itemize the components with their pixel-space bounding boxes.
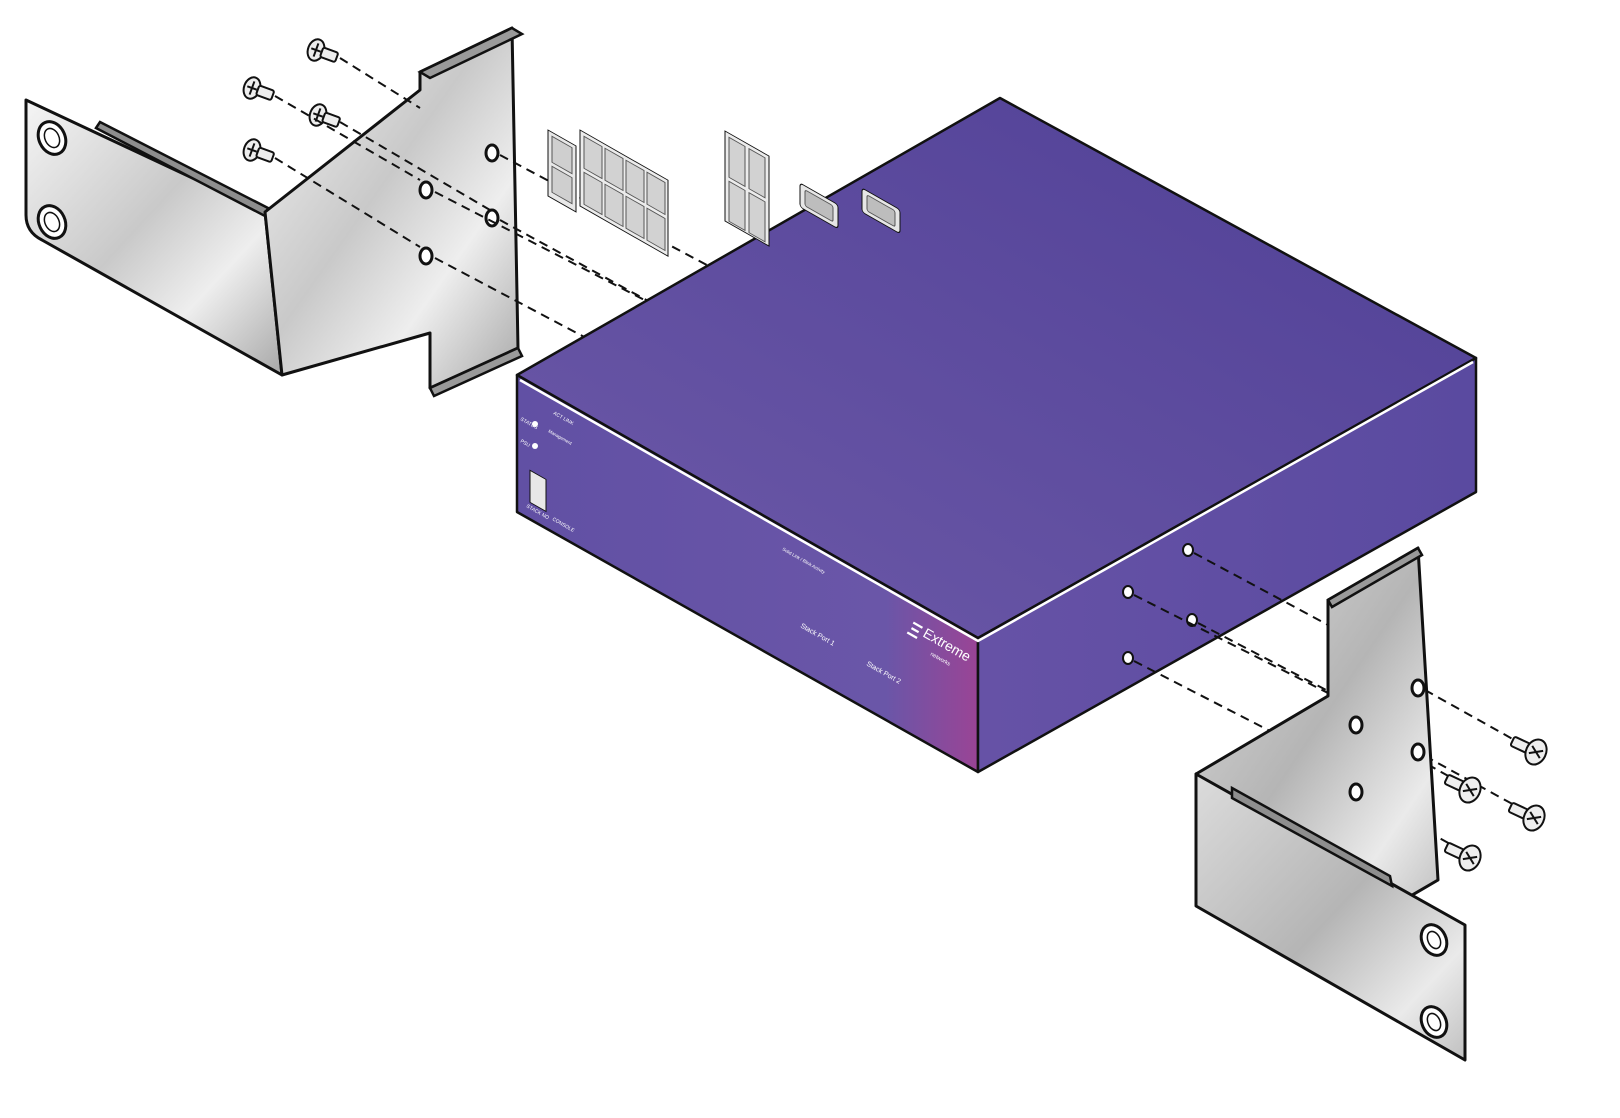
psu-led-label: PSU <box>519 439 531 449</box>
sfp-port <box>748 191 766 243</box>
screw-icon <box>1507 802 1546 832</box>
right-mounting-bracket <box>1194 546 1467 1062</box>
sfp-port <box>728 136 746 188</box>
right-screws <box>1443 736 1548 872</box>
left-ear-hole-top <box>36 120 68 156</box>
right-ear-hole-top <box>1419 923 1449 957</box>
sfp-port <box>748 147 766 199</box>
screw-icon <box>242 76 275 101</box>
ethernet-port <box>625 159 645 204</box>
ethernet-port <box>625 195 645 240</box>
left-mounting-bracket <box>24 26 525 398</box>
left-ear-hole-bottom <box>36 204 68 240</box>
mgmt-port <box>551 135 573 175</box>
screw-icon <box>306 38 339 63</box>
ethernet-port <box>583 171 603 216</box>
sfp-port <box>728 180 746 232</box>
status-led <box>532 421 538 427</box>
screw-icon <box>242 138 275 163</box>
stack-number-display <box>529 469 547 513</box>
screw-icon <box>1443 774 1482 804</box>
ethernet-port <box>646 207 666 252</box>
console-port <box>551 165 573 205</box>
screw-icon <box>1509 736 1548 766</box>
psu-led <box>532 443 538 449</box>
screw-icon <box>1443 842 1482 872</box>
left-bracket-side-plate <box>263 26 520 390</box>
network-switch: STATUS PSU STACK NO ACT LINK Management … <box>515 96 1478 774</box>
switch-side-face <box>976 356 1478 774</box>
ethernet-port <box>646 171 666 216</box>
ethernet-port <box>604 183 624 228</box>
right-ear-hole-bottom <box>1419 1005 1449 1039</box>
switch-side-holes <box>1122 543 1198 665</box>
ethernet-port <box>583 135 603 180</box>
left-bracket-ear <box>24 98 284 377</box>
screw-icon <box>308 103 341 128</box>
ethernet-port <box>604 147 624 192</box>
left-screws <box>242 38 341 163</box>
